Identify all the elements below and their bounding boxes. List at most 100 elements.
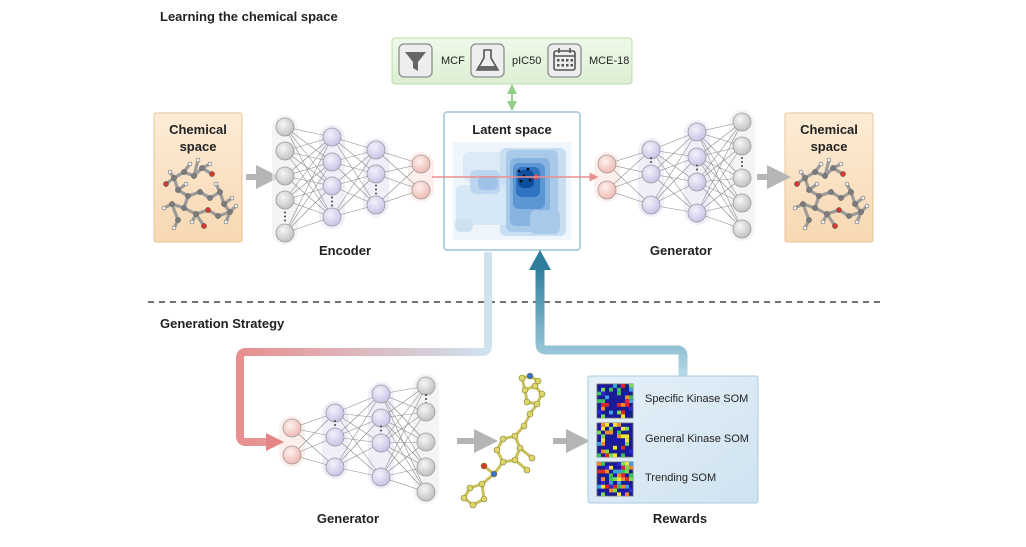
ellipsis-dot <box>696 168 698 171</box>
network-node <box>322 152 342 172</box>
sampling-arrow-head <box>266 433 284 451</box>
network-edge <box>375 149 422 191</box>
network-node <box>597 154 617 174</box>
density-cell <box>478 176 498 190</box>
som-cell <box>605 430 609 435</box>
network-edge <box>284 136 333 201</box>
density-cell <box>530 210 560 234</box>
sampling-flow-arrow <box>236 252 492 446</box>
density-cell <box>518 170 534 188</box>
som-cell <box>625 465 629 470</box>
latent-point <box>526 167 530 171</box>
som-cell <box>613 453 617 458</box>
molecule-atom <box>838 161 844 167</box>
latent-point <box>517 169 521 173</box>
property-label-mce18: MCE-18 <box>589 55 629 67</box>
molecule-atom <box>189 219 195 225</box>
som-cell <box>609 410 613 415</box>
som-cell <box>609 430 613 435</box>
network-edge <box>380 393 427 493</box>
molecule-atom <box>490 470 498 478</box>
molecule-atom <box>191 173 197 179</box>
ellipsis-dot <box>331 200 333 203</box>
som-cell <box>629 384 633 388</box>
network-node <box>322 127 342 147</box>
molecule-atom <box>812 169 818 175</box>
som-cell <box>617 423 621 427</box>
network-edge <box>284 136 333 234</box>
som-cell <box>617 391 621 396</box>
network-edge <box>334 393 382 468</box>
molecule-atom <box>858 209 864 215</box>
molecule-atom <box>215 213 221 219</box>
som-cell <box>601 391 605 396</box>
molecule-atom <box>526 410 534 418</box>
network-edge <box>380 385 427 478</box>
section-title-learning: Learning the chemical space <box>160 9 338 24</box>
network-node <box>325 457 345 477</box>
som-cell <box>629 399 633 403</box>
som-cell <box>625 484 629 489</box>
som-cell <box>605 453 609 458</box>
som-cell <box>601 484 605 489</box>
molecule-atom <box>526 372 534 380</box>
molecule-atom <box>213 181 219 187</box>
molecule-atom <box>528 454 536 462</box>
som-cell <box>621 477 625 481</box>
som-cell <box>629 462 633 466</box>
molecule-atom <box>480 462 488 470</box>
molecule-atom <box>161 205 167 211</box>
som-cell <box>609 387 613 392</box>
molecule-atom <box>538 390 546 398</box>
som-cell <box>629 477 633 481</box>
output-box-line1: Chemical <box>800 122 858 137</box>
latent-point <box>519 179 523 183</box>
density-cell <box>455 218 473 232</box>
network-node <box>416 402 436 422</box>
network-node <box>732 219 752 239</box>
property-label-pic50: pIC50 <box>512 55 541 67</box>
som-cell <box>601 387 605 392</box>
network-edge <box>334 393 382 438</box>
ellipsis-dot <box>650 157 652 159</box>
molecule-atom <box>844 181 850 187</box>
network-edge <box>284 161 333 201</box>
ellipsis-dot <box>375 184 377 187</box>
network-node <box>371 384 391 404</box>
som-cell <box>605 465 609 470</box>
network-edge <box>380 385 427 444</box>
ellipsis-dot <box>375 192 377 195</box>
molecule-atom <box>814 181 820 187</box>
som-cell <box>613 484 617 489</box>
molecule-atom <box>518 374 526 382</box>
network-edge <box>331 149 377 218</box>
som-cell <box>625 395 629 400</box>
som-cell <box>617 387 621 392</box>
som-cell <box>617 410 621 415</box>
molecule-atom <box>531 382 539 390</box>
latent-density-map <box>453 142 571 240</box>
som-cell <box>601 492 605 497</box>
network-edge <box>650 149 698 214</box>
reward-label-trending: Trending SOM <box>645 472 716 484</box>
som-cell <box>617 430 621 435</box>
som-cell <box>625 477 629 481</box>
som-cell <box>597 469 601 474</box>
som-cell <box>621 410 625 415</box>
network-node <box>366 140 386 160</box>
som-cell <box>601 481 605 485</box>
molecule-atom <box>836 207 842 213</box>
network-edge <box>331 149 377 187</box>
network-node <box>641 195 661 215</box>
som-cell <box>605 449 609 454</box>
output-chemical-space-box: Chemical space <box>784 112 874 243</box>
som-cell <box>621 414 625 419</box>
som-cell <box>597 484 601 489</box>
som-cell <box>601 438 605 442</box>
som-cell <box>629 406 633 411</box>
molecule-atom <box>163 181 169 187</box>
network-node <box>732 168 752 188</box>
network-node <box>325 403 345 423</box>
network-edge <box>380 393 427 443</box>
som-cell <box>617 403 621 407</box>
